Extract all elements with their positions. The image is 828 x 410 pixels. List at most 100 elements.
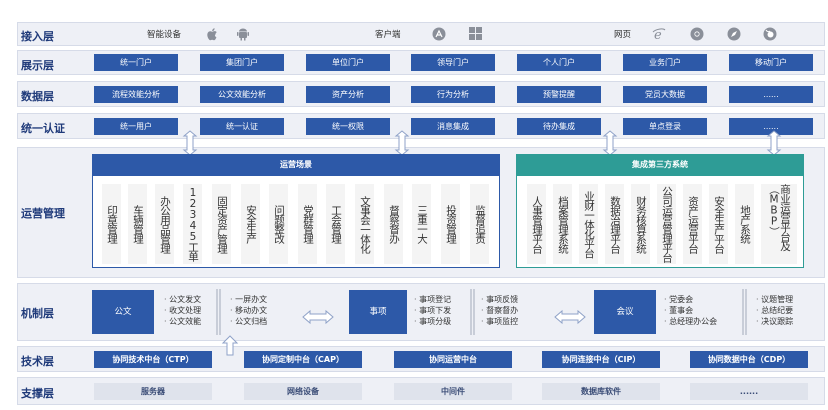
third-party-item[interactable]: 业财一体化平台 bbox=[579, 184, 598, 264]
data-item-party-bigdata[interactable]: 党员大数据 bbox=[623, 86, 707, 103]
data-item-doc-efficiency[interactable]: 公文效能分析 bbox=[200, 86, 284, 103]
tech-item-cdp[interactable]: 协同数据中台（CDP） bbox=[690, 351, 808, 368]
support-item-database[interactable]: 数据库软件 bbox=[542, 383, 660, 400]
auth-ops-arrow-4 bbox=[766, 130, 782, 156]
third-party-item[interactable]: 财务核算系统 bbox=[631, 184, 650, 264]
mech-doc-box[interactable]: 公文 bbox=[92, 290, 154, 334]
display-item-unit-portal[interactable]: 单位门户 bbox=[306, 54, 390, 71]
list-item: 公文归档 bbox=[230, 316, 267, 327]
scene-item[interactable]: 投资管理 bbox=[441, 184, 460, 264]
list-item: 事项下发 bbox=[414, 305, 451, 316]
apple-icon bbox=[205, 27, 219, 41]
data-item-asset-analysis[interactable]: 资产分析 bbox=[306, 86, 390, 103]
scene-item[interactable]: 党群管理 bbox=[298, 184, 317, 264]
support-item-more[interactable]: ...... bbox=[690, 383, 808, 400]
auth-item-message-integration[interactable]: 消息集成 bbox=[411, 118, 495, 135]
scene-item[interactable]: 工会管理 bbox=[326, 184, 345, 264]
auth-ops-arrow-1 bbox=[182, 130, 198, 156]
smart-device-label: 智能设备 bbox=[147, 30, 182, 40]
third-party-item[interactable]: 人事管理平台 bbox=[527, 184, 546, 264]
display-item-personal-portal[interactable]: 个人门户 bbox=[517, 54, 601, 71]
auth-item-more[interactable]: ...... bbox=[729, 118, 813, 135]
mech-arrow-1 bbox=[302, 309, 334, 325]
tech-item-cip[interactable]: 协同连接中台（CIP） bbox=[542, 351, 660, 368]
display-item-group-portal[interactable]: 集团门户 bbox=[200, 54, 284, 71]
display-item-unified-portal[interactable]: 统一门户 bbox=[94, 54, 178, 71]
scene-item[interactable]: 办公用品管理 bbox=[155, 184, 174, 264]
data-item-behavior-analysis[interactable]: 行为分析 bbox=[411, 86, 495, 103]
display-item-leader-portal[interactable]: 领导门户 bbox=[411, 54, 495, 71]
web-label: 网页 bbox=[614, 30, 632, 40]
scene-item[interactable]: 12345工单 bbox=[183, 184, 202, 264]
mech-meeting-box[interactable]: 会议 bbox=[594, 290, 656, 334]
scene-item[interactable]: 问题整改 bbox=[269, 184, 288, 264]
support-item-middleware[interactable]: 中间件 bbox=[394, 383, 512, 400]
data-item-early-warning[interactable]: 预警提醒 bbox=[517, 86, 601, 103]
support-item-server[interactable]: 服务器 bbox=[94, 383, 212, 400]
scene-item[interactable]: 监督追责 bbox=[470, 184, 489, 264]
layer-label-support: 支撑层 bbox=[21, 387, 54, 400]
third-party-item[interactable]: 资产运营平台 bbox=[683, 184, 702, 264]
third-party-item[interactable]: 档案管理系统 bbox=[553, 184, 572, 264]
layer-label-tech: 技术层 bbox=[21, 355, 54, 368]
auth-item-unified-permission[interactable]: 统一权限 bbox=[306, 118, 390, 135]
app-store-icon bbox=[432, 27, 446, 41]
list-item: 公文效能 bbox=[164, 316, 201, 327]
data-item-more[interactable]: ...... bbox=[729, 86, 813, 103]
auth-item-sso[interactable]: 单点登录 bbox=[623, 118, 707, 135]
scene-item[interactable]: 安全生产 bbox=[241, 184, 260, 264]
data-item-process-efficiency[interactable]: 流程效能分析 bbox=[94, 86, 178, 103]
display-item-mobile-portal[interactable]: 移动门户 bbox=[729, 54, 813, 71]
list-item: 事项登记 bbox=[414, 294, 451, 305]
third-party-title: 集成第三方系统 bbox=[516, 154, 804, 176]
tech-item-ctp[interactable]: 协同技术中台（CTP） bbox=[94, 351, 212, 368]
support-item-network[interactable]: 网络设备 bbox=[244, 383, 362, 400]
mech-up-arrow bbox=[221, 335, 239, 356]
layer-label-data: 数据层 bbox=[21, 90, 54, 103]
scene-item[interactable]: 印章管理 bbox=[102, 184, 121, 264]
mech-doc-list-2: 一屏办文 移动办文 公文归档 bbox=[230, 294, 267, 327]
tech-item-cap[interactable]: 协同定制中台（CAP） bbox=[244, 351, 362, 368]
auth-item-todo-integration[interactable]: 待办集成 bbox=[517, 118, 601, 135]
mech-item-box[interactable]: 事项 bbox=[349, 290, 407, 334]
third-party-item[interactable]: 地产系统 bbox=[735, 184, 754, 264]
firefox-icon bbox=[763, 27, 777, 41]
scene-item[interactable]: 督察督办 bbox=[384, 184, 403, 264]
auth-ops-arrow-2 bbox=[394, 130, 410, 156]
chrome-icon bbox=[690, 27, 704, 41]
auth-item-unified-auth[interactable]: 统一认证 bbox=[200, 118, 284, 135]
scene-item[interactable]: 车辆管理 bbox=[128, 184, 147, 264]
scene-item[interactable]: 固定资产管理 bbox=[212, 184, 231, 264]
list-item: 公文发文 bbox=[164, 294, 201, 305]
safari-icon bbox=[727, 27, 741, 41]
divider bbox=[216, 289, 221, 335]
layer-label-auth: 统一认证 bbox=[21, 122, 65, 135]
mech-meeting-list-1: 党委会 董事会 总经理办公会 bbox=[664, 294, 717, 327]
scene-title: 运营场景 bbox=[92, 154, 500, 176]
display-item-business-portal[interactable]: 业务门户 bbox=[623, 54, 707, 71]
list-item: 总经理办公会 bbox=[664, 316, 717, 327]
tech-item-ops-platform[interactable]: 协同运营中台 bbox=[394, 351, 512, 368]
third-party-item[interactable]: 数据治理平台 bbox=[605, 184, 624, 264]
list-item: 董事会 bbox=[664, 305, 717, 316]
mech-meeting-list-2: 议题管理 总结纪要 决议跟踪 bbox=[756, 294, 793, 327]
list-item: 事项反馈 bbox=[481, 294, 518, 305]
mech-item-list-1: 事项登记 事项下发 事项分级 bbox=[414, 294, 451, 327]
scene-item[interactable]: 文事会一体化 bbox=[355, 184, 374, 264]
layer-label-access: 接入层 bbox=[21, 30, 54, 43]
divider bbox=[470, 289, 475, 335]
list-item: 收文处理 bbox=[164, 305, 201, 316]
windows-icon bbox=[468, 27, 482, 41]
third-party-item[interactable]: 商业运营平台及（MBP） bbox=[761, 184, 797, 264]
third-party-item[interactable]: 安全生产平台 bbox=[709, 184, 728, 264]
mech-doc-list-1: 公文发文 收文处理 公文效能 bbox=[164, 294, 201, 327]
list-item: 议题管理 bbox=[756, 294, 793, 305]
client-label: 客户端 bbox=[375, 30, 401, 40]
list-item: 一屏办文 bbox=[230, 294, 267, 305]
layer-label-mech: 机制层 bbox=[21, 307, 54, 320]
third-party-item[interactable]: 公司运营管理平台 bbox=[657, 184, 676, 264]
scene-item[interactable]: 三重一大 bbox=[412, 184, 431, 264]
mech-item-list-2: 事项反馈 督察督办 事项监控 bbox=[481, 294, 518, 327]
auth-item-unified-user[interactable]: 统一用户 bbox=[94, 118, 178, 135]
